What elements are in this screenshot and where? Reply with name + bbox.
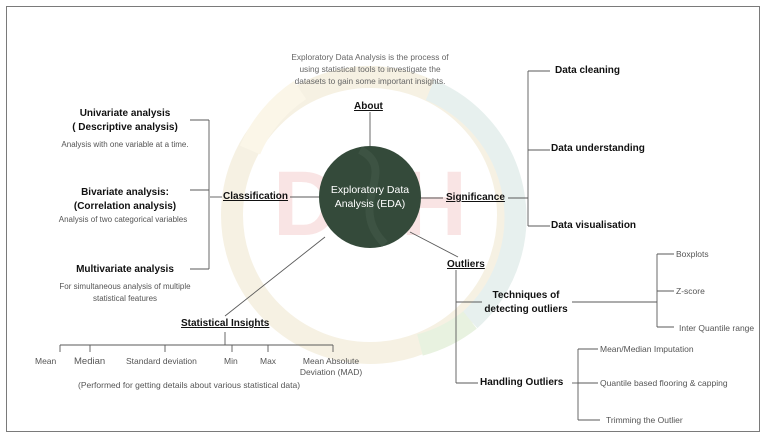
classification-item-1-title: Univariate analysis ( Descriptive analys… [72, 108, 178, 133]
classification-item-3-title: Multivariate analysis [76, 264, 174, 275]
center-node-swirl [357, 146, 388, 247]
significance-item-data-cleaning: Data cleaning [555, 65, 621, 76]
handling-mean-median-imputation: Mean/Median Imputation [600, 344, 694, 354]
significance-heading: Significance [446, 192, 505, 203]
stat-min: Min [224, 356, 238, 366]
about-description: Exploratory Data Analysis is the process… [265, 51, 475, 87]
handling-outliers-title: Handling Outliers [480, 377, 564, 388]
technique-z-score: Z-score [676, 286, 705, 296]
center-title-line2: Analysis (EDA) [334, 198, 406, 210]
background-ring-left [239, 80, 307, 155]
statistical-insights-heading: Statistical Insights [181, 318, 270, 329]
stat-standard-deviation: Standard deviation [126, 356, 197, 366]
techniques-title: Techniques of detecting outliers [484, 290, 568, 315]
technique-inter-quantile-range: Inter Quantile range [679, 323, 755, 333]
center-title-line1: Exploratory Data [330, 184, 410, 196]
stat-mean: Mean [35, 356, 57, 366]
classification-item-1-desc: Analysis with one variable at a time. [61, 140, 189, 149]
classification-heading: Classification [223, 191, 289, 202]
classification-item-3-desc: For simultaneous analysis of multiple st… [59, 282, 191, 303]
classification-item-2-desc: Analysis of two categorical variables [58, 215, 188, 224]
outliers-heading: Outliers [447, 259, 485, 270]
about-heading: About [354, 101, 383, 112]
classification-item-2-title: Bivariate analysis: (Correlation analysi… [73, 187, 177, 212]
technique-boxplots: Boxplots [676, 249, 709, 259]
about-text-line2: using statistical tools to investigate t… [299, 64, 441, 74]
stat-median: Median [74, 356, 106, 367]
outliers-connector [409, 231, 459, 258]
significance-item-data-understanding: Data understanding [551, 143, 645, 154]
stat-mad: Mean Absolute Deviation (MAD) [299, 356, 363, 377]
center-title: Exploratory Data Analysis (EDA) [320, 183, 420, 211]
statistical-insights-note: (Performed for getting details about var… [78, 380, 301, 390]
stat-max: Max [260, 356, 277, 366]
statistical-connector [224, 236, 326, 317]
about-text-line1: Exploratory Data Analysis is the process… [291, 52, 449, 62]
handling-trimming-outlier: Trimming the Outlier [606, 415, 683, 425]
handling-quantile-flooring-capping: Quantile based flooring & capping [600, 378, 728, 388]
diagram-frame [6, 6, 760, 432]
background-ring-right [425, 79, 527, 329]
background-ring-bottom-right [416, 311, 477, 356]
about-text-line3: datasets to gain some important insights… [294, 76, 446, 86]
significance-item-data-visualisation: Data visualisation [551, 220, 637, 231]
